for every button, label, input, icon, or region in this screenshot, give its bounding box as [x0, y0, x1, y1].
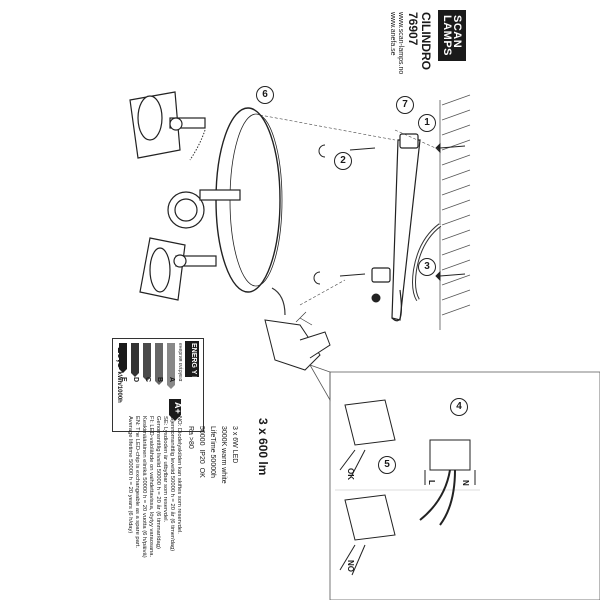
energy-class-a: A — [168, 377, 175, 383]
step-1-marker: 1 — [418, 114, 436, 132]
note-fi-2: Keskimääräinen elinikä 50000 h = 20 vuot… — [141, 416, 147, 558]
energy-rating: A+ — [173, 402, 183, 414]
spec-power: 3 x 6W LED — [231, 426, 238, 464]
wire-label-n: N — [461, 480, 470, 486]
spot-head-bottom — [139, 237, 217, 301]
step-6-marker: 6 — [256, 86, 274, 104]
note-en-2: Average lifetime 50000 h = 20 years (6 h… — [127, 416, 133, 534]
note-fi-1: FI: LED-valolähde on vaihdettavissa, löy… — [148, 416, 154, 558]
energy-class-c: C — [144, 377, 151, 383]
note-no-2: Gjennomsnittlig levetid 50000 h = 20 år … — [169, 416, 175, 552]
step-5-marker: 5 — [378, 456, 396, 474]
energy-class-d: D — [132, 377, 139, 383]
note-se-1: SE: Lysdioden är utbytbar som reservdel. — [162, 416, 168, 523]
terminal-block — [264, 319, 331, 371]
alignment-lines — [259, 114, 441, 306]
energy-sublabels: енергия ενέργεια — [177, 343, 183, 382]
screws — [339, 142, 466, 303]
wire-label-l: L — [427, 480, 436, 485]
step-3-marker: 3 — [418, 258, 436, 276]
wiring-no-label: NO — [346, 560, 355, 572]
plate-wire — [271, 287, 286, 316]
wall-hatch — [439, 94, 471, 330]
detail-callout — [329, 371, 600, 600]
spot-head-middle — [167, 189, 241, 229]
step-4-marker: 4 — [450, 398, 468, 416]
spot-head-top — [129, 91, 206, 159]
wiring-no-detail — [339, 494, 396, 576]
spec-ra: Ra >80 — [187, 426, 194, 449]
note-no-1: NO: Diodelyskilden kan skiftes som reser… — [176, 416, 182, 534]
spec-lifetime: LifeTime 50000h — [209, 426, 216, 478]
wiring-ok-label: OK — [346, 468, 355, 480]
energy-consumption: 19,8 kWh/1000h — [115, 347, 127, 403]
wiring-detail-4 — [419, 439, 476, 526]
mounting-bracket — [371, 133, 421, 322]
step-2-marker: 2 — [334, 152, 352, 170]
spec-lumen: 3 x 600 lm — [256, 418, 270, 476]
energy-class-a-plus-plus: A++ — [190, 381, 197, 395]
specs-block: 3 x 600 lm — [256, 418, 270, 475]
spec-color: 3000K warm white — [220, 426, 227, 484]
spec-icons: 50000 IP20 OK — [198, 426, 205, 478]
note-se-2: Genomsnittlig livslid 50000 h = 20 år (6… — [155, 416, 161, 549]
note-en-1: EN: The LED-chip is exchangeable as a sp… — [134, 416, 140, 549]
energy-label: ENERG Y IJA енергия ενέργεια E D C B A A… — [112, 338, 204, 432]
energy-class-b: B — [156, 377, 163, 383]
energy-class-a-plus: A+ — [180, 381, 187, 391]
energy-class-bars — [119, 341, 199, 421]
wiring-ok-detail — [339, 399, 396, 476]
step-7-marker: 7 — [396, 96, 414, 114]
clips — [313, 144, 326, 285]
